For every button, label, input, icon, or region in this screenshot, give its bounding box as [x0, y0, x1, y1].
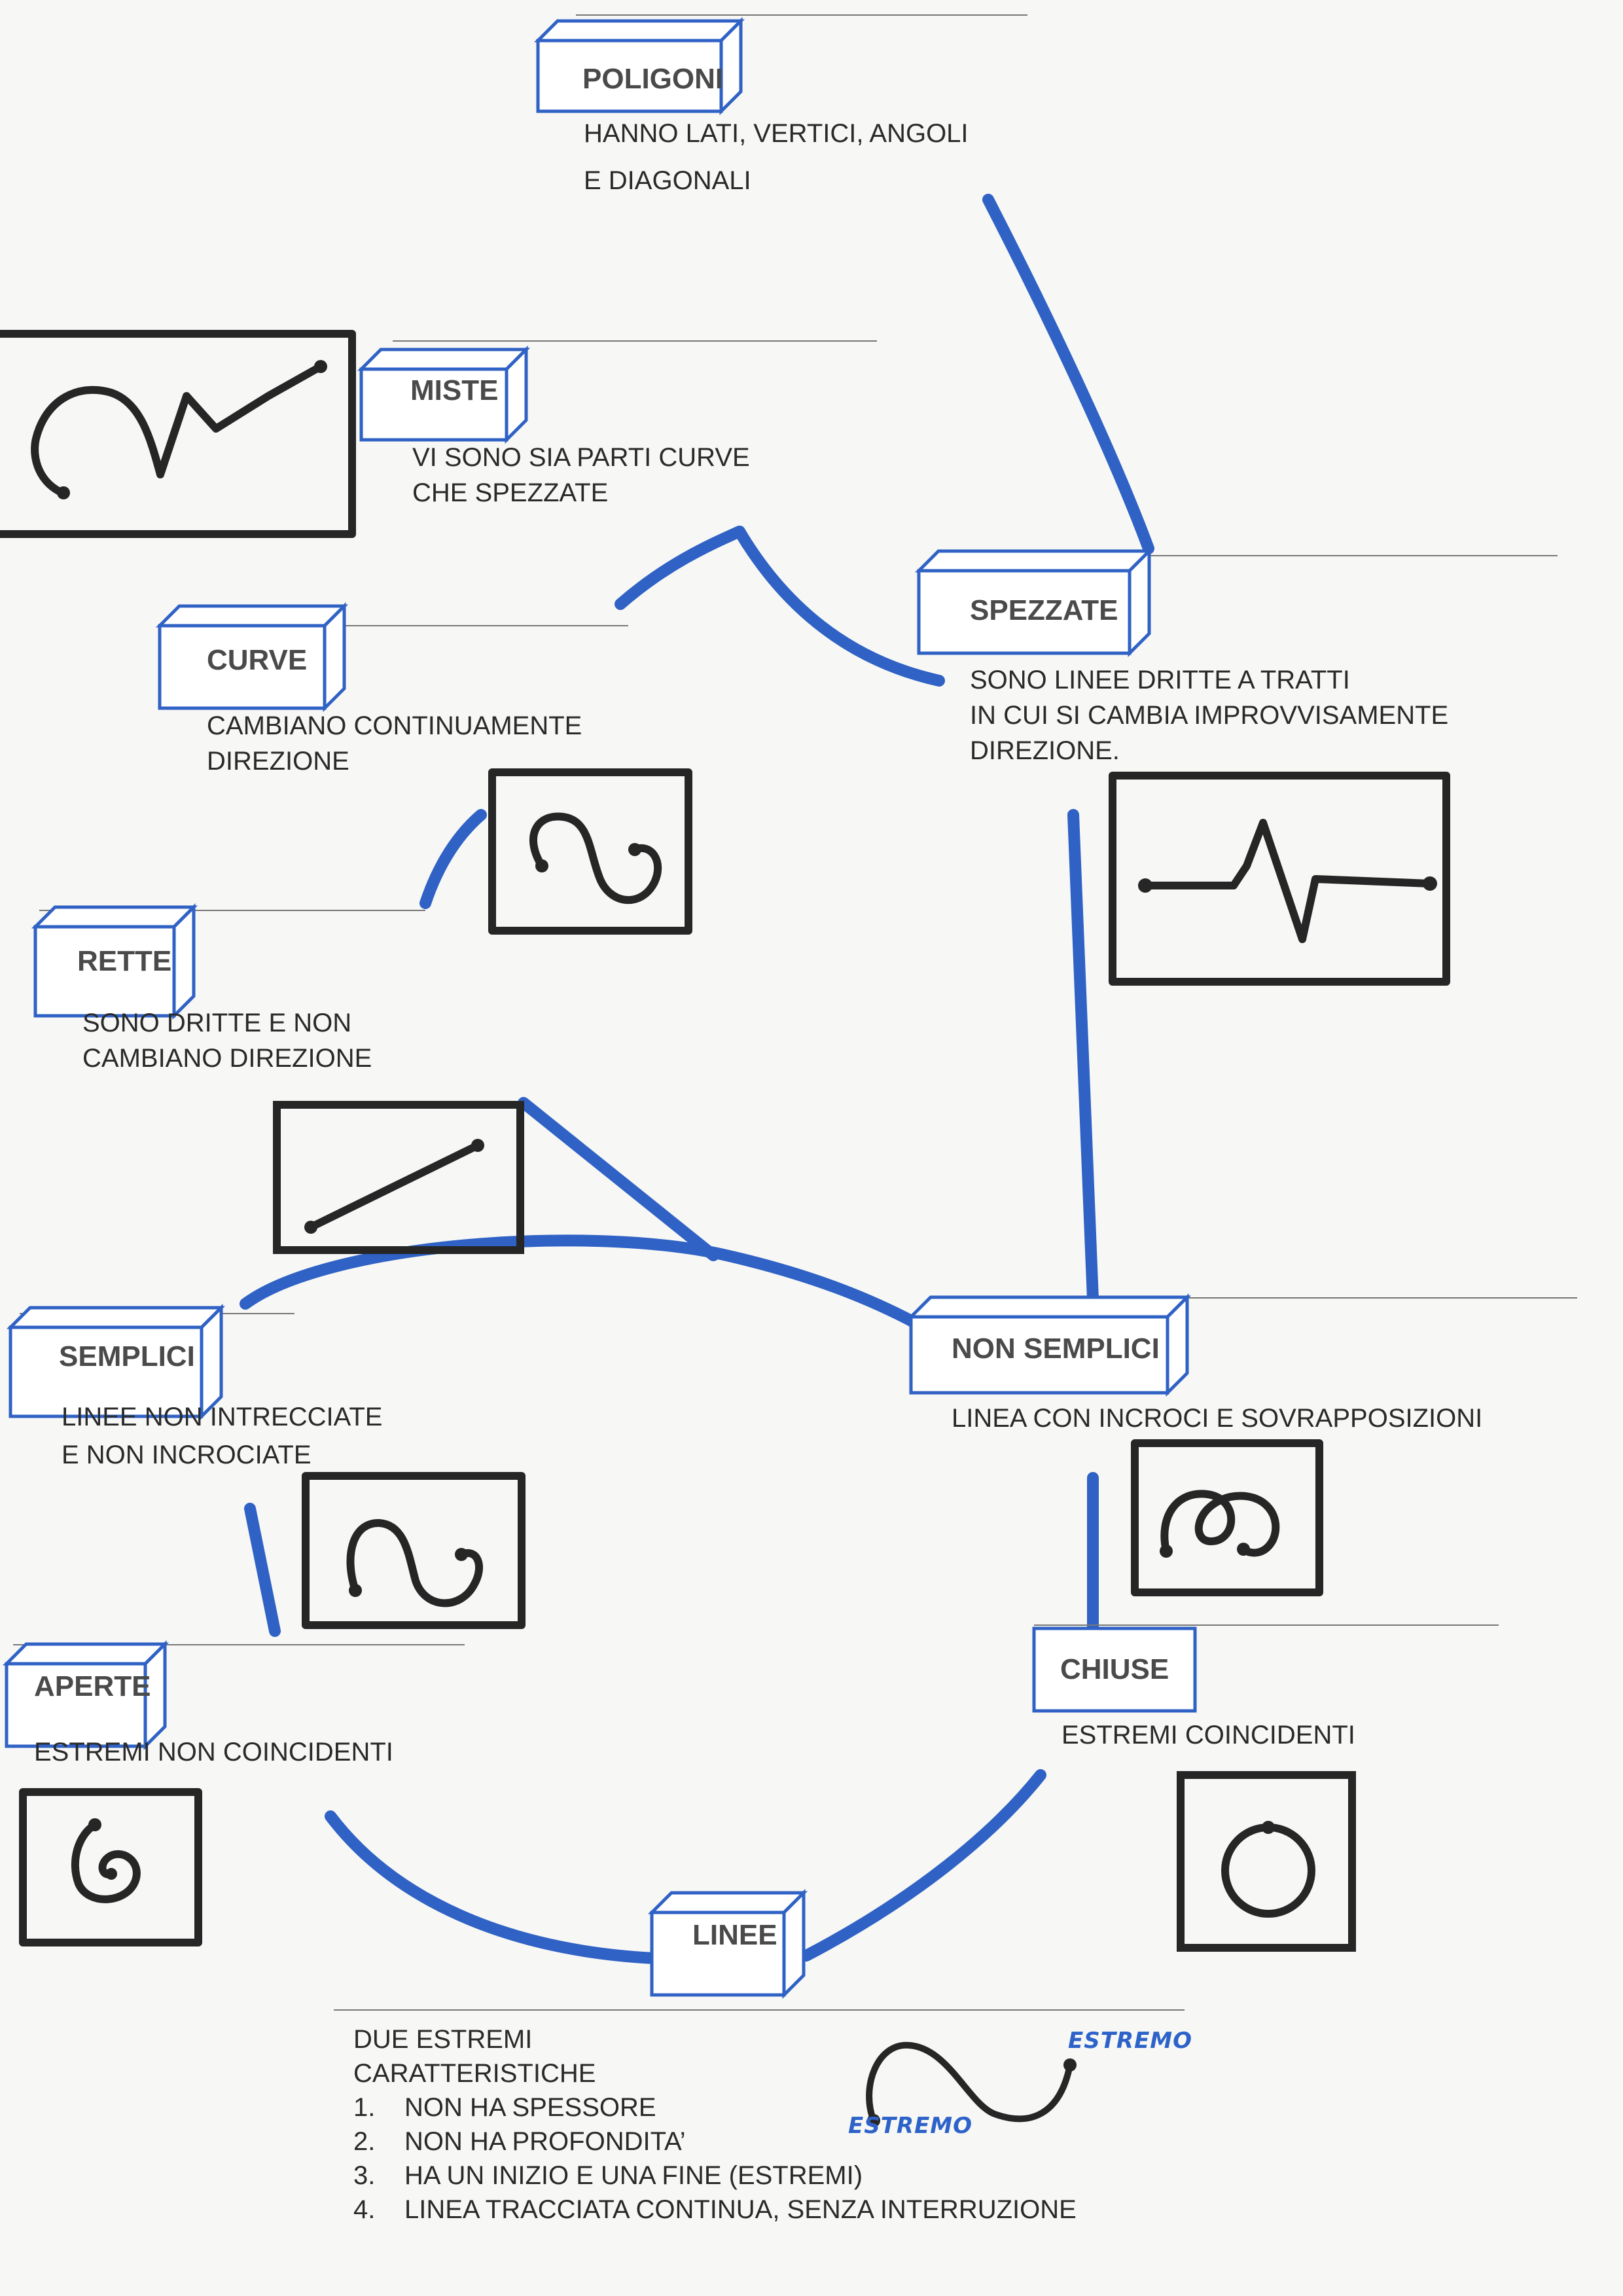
node-curve-label: CURVE — [207, 644, 308, 676]
miste-sketch — [0, 330, 356, 538]
linee-heading: CARATTERISTICHE — [353, 2059, 596, 2088]
node-chiuse-label: CHIUSE — [1060, 1653, 1169, 1685]
semplici-description: LINEE NON INTRECCIATE E NON INCROCIATE — [62, 1403, 383, 1469]
rule-nonsemplici — [975, 1297, 1577, 1299]
rule-rette — [39, 910, 425, 911]
node-poligoni-label: POLIGONI — [582, 63, 724, 95]
node-non-semplici-label: NON SEMPLICI — [952, 1333, 1160, 1365]
node-miste: MISTE — [357, 345, 531, 444]
connector-semplici-aperte — [244, 1503, 281, 1637]
linee-info: DUE ESTREMI CARATTERISTICHE 1.NON HA SPE… — [353, 2022, 1077, 2227]
estremo-label-left: ESTREMO — [848, 2113, 973, 2139]
aperte-description: ESTREMI NON COINCIDENTI — [34, 1738, 393, 1767]
estremo-label-right: ESTREMO — [1068, 2028, 1193, 2054]
list-item: 1.NON HA SPESSORE — [353, 2093, 656, 2122]
chiuse-sketch — [1177, 1771, 1356, 1952]
rette-sketch — [273, 1101, 524, 1254]
estremo-line-sketch — [866, 2041, 1077, 2127]
rule-curve — [183, 625, 628, 626]
node-semplici-label: SEMPLICI — [59, 1340, 195, 1372]
connector-spezzate-nonsemplici — [1067, 809, 1099, 1305]
rette-description: SONO DRITTE E NON CAMBIANO DIREZIONE — [82, 1009, 372, 1073]
list-item: 4.LINEA TRACCIATA CONTINUA, SENZA INTERR… — [353, 2195, 1077, 2224]
node-rette-label: RETTE — [77, 945, 172, 977]
linee-intro: DUE ESTREMI — [353, 2025, 533, 2054]
curve-sketch — [488, 768, 692, 935]
node-aperte-label: APERTE — [34, 1670, 151, 1702]
connector-poligoni-spezzate — [982, 194, 1154, 554]
node-miste-label: MISTE — [410, 374, 499, 406]
rule-miste — [393, 340, 877, 342]
characteristics-list: 1.NON HA SPESSORE 2.NON HA PROFONDITA’ 3… — [353, 2090, 1077, 2227]
node-linee: LINEE — [647, 1888, 809, 2000]
node-semplici: SEMPLICI — [6, 1303, 226, 1421]
connector-curve-rette — [419, 809, 487, 909]
node-rette: RETTE — [31, 903, 199, 1020]
connector-chiuse-linee — [800, 1769, 1046, 1962]
rule-aperte — [13, 1644, 465, 1645]
rule-spezzate — [1047, 555, 1558, 556]
node-linee-label: LINEE — [692, 1919, 777, 1951]
node-spezzate-label: SPEZZATE — [970, 594, 1118, 626]
rule-poligoni — [576, 14, 1027, 16]
node-spezzate: SPEZZATE — [914, 547, 1154, 658]
non-semplici-description: LINEA CON INCROCI E SOVRAPPOSIZIONI — [952, 1404, 1483, 1433]
non-semplici-sketch — [1131, 1439, 1323, 1596]
rule-linee — [334, 2009, 1185, 2011]
connector-miste-spezzate — [615, 526, 945, 687]
connector-semplici-nonsemplici — [240, 1234, 922, 1329]
list-item: 3.HA UN INIZIO E UNA FINE (ESTREMI) — [353, 2161, 863, 2190]
node-curve: CURVE — [155, 601, 349, 713]
miste-description: VI SONO SIA PARTI CURVE CHE SPEZZATE — [412, 443, 750, 507]
chiuse-description: ESTREMI COINCIDENTI — [1061, 1721, 1355, 1749]
curve-description: CAMBIANO CONTINUAMENTE DIREZIONE — [207, 711, 582, 776]
list-item: 2.NON HA PROFONDITA’ — [353, 2127, 686, 2156]
spezzate-description: SONO LINEE DRITTE A TRATTI IN CUI SI CAM… — [970, 666, 1449, 765]
node-chiuse: CHIUSE — [1032, 1626, 1197, 1713]
node-poligoni: POLIGONI — [533, 16, 747, 116]
aperte-sketch — [19, 1788, 202, 1946]
poligoni-description: HANNO LATI, VERTICI, ANGOLI E DIAGONALI — [584, 119, 969, 195]
spezzate-sketch — [1109, 772, 1450, 986]
node-non-semplici: NON SEMPLICI — [906, 1293, 1192, 1397]
connector-aperte-linee — [325, 1810, 660, 1964]
connector-rette-box — [518, 1097, 719, 1261]
semplici-sketch — [302, 1472, 526, 1629]
rule-chiuse — [1034, 1624, 1499, 1626]
node-aperte: APERTE — [2, 1640, 170, 1751]
